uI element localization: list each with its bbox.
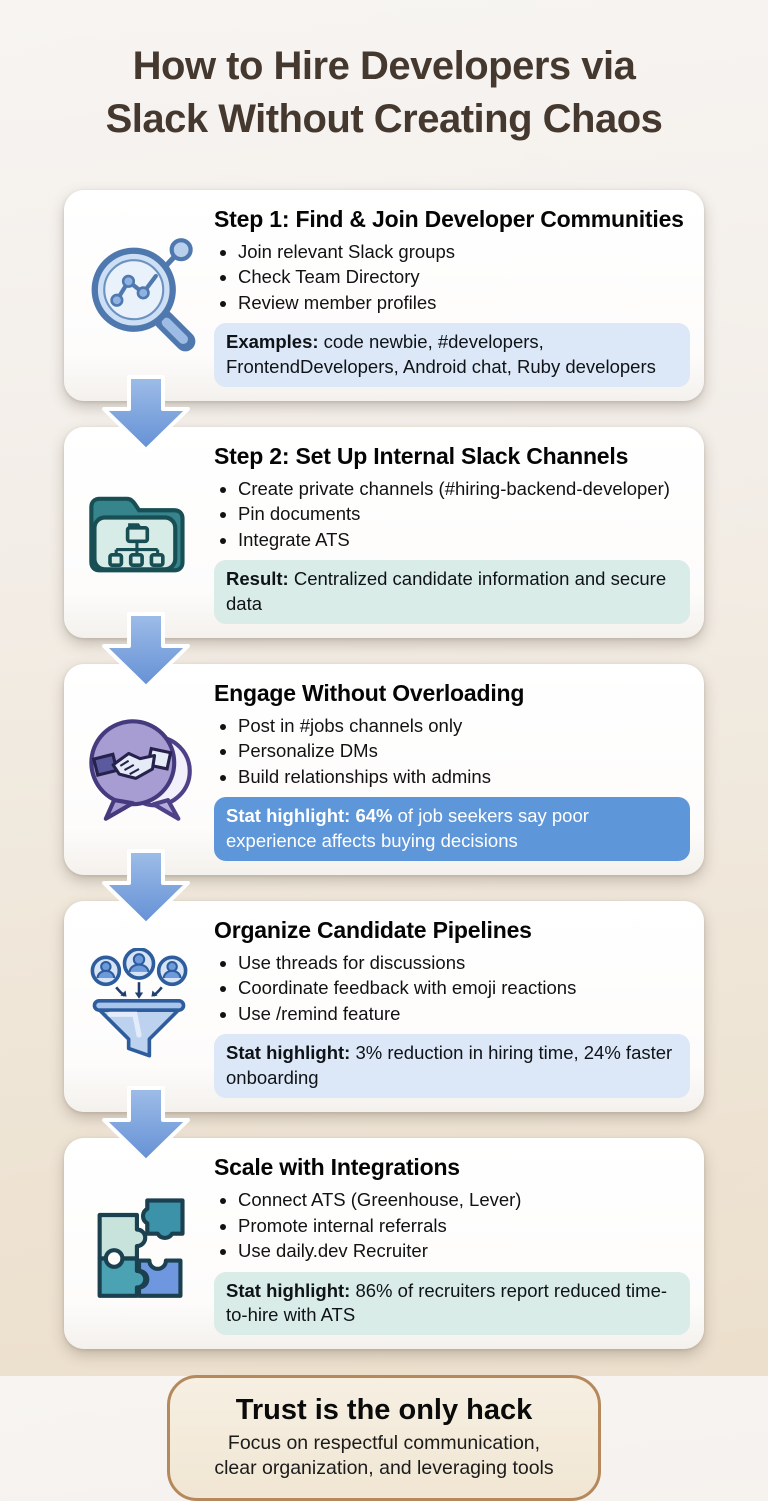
step-4-highlight-box: Stat highlight: 3% reduction in hiring t… xyxy=(214,1034,690,1099)
bullet-item: Join relevant Slack groups xyxy=(238,239,690,265)
step-4-card: Organize Candidate Pipelines Use threads… xyxy=(64,900,704,1113)
step-3-highlight-box: Stat highlight: 64% of job seekers say p… xyxy=(214,797,690,861)
step-2-bullets: Create private channels (#hiring-backend… xyxy=(214,476,690,553)
highlight-label: Stat highlight: 64% xyxy=(226,805,393,827)
highlight-label: Stat highlight: xyxy=(226,1279,351,1301)
step-1-bullets: Join relevant Slack groups Check Team Di… xyxy=(214,239,690,316)
magnifier-chart-icon xyxy=(91,238,196,352)
step-1-highlight-box: Examples: code newbie, #developers, Fron… xyxy=(214,323,690,387)
bullet-item: Build relationships with admins xyxy=(238,764,690,790)
step-1-card: Step 1: Find & Join Developer Communitie… xyxy=(64,189,704,401)
footer-callout: Trust is the only hack Focus on respectf… xyxy=(167,1375,601,1501)
step-4-bullets: Use threads for discussions Coordinate f… xyxy=(214,950,690,1027)
step-3-bullets: Post in #jobs channels only Personalize … xyxy=(214,713,690,790)
step-3-content: Engage Without Overloading Post in #jobs… xyxy=(214,664,704,875)
step-4-heading: Organize Candidate Pipelines xyxy=(214,916,532,943)
step-5-highlight-box: Stat highlight: 86% of recruiters report… xyxy=(214,1271,690,1336)
step-3-card: Engage Without Overloading Post in #jobs… xyxy=(64,663,704,875)
bullet-item: Check Team Directory xyxy=(238,264,690,290)
page-title-line2: Slack Without Creating Chaos xyxy=(105,96,663,141)
down-arrow-icon xyxy=(102,611,190,689)
footer-subtitle: Focus on respectful communication, clear… xyxy=(188,1431,580,1482)
bullet-item: Post in #jobs channels only xyxy=(238,713,690,739)
bullet-item: Personalize DMs xyxy=(238,738,690,764)
step-5-card: Scale with Integrations Connect ATS (Gre… xyxy=(64,1138,704,1350)
bullet-item: Pin documents xyxy=(238,501,690,527)
step-2-card: Step 2: Set Up Internal Slack Channels C… xyxy=(64,426,704,638)
step-2-content: Step 2: Set Up Internal Slack Channels C… xyxy=(214,427,704,638)
step-4-icon-col xyxy=(64,948,214,1064)
bullet-item: Review member profiles xyxy=(238,290,690,316)
step-4-content: Organize Candidate Pipelines Use threads… xyxy=(214,901,704,1112)
bullet-item: Use /remind feature xyxy=(238,1001,690,1027)
step-1-heading: Step 1: Find & Join Developer Communitie… xyxy=(214,205,684,232)
step-2-icon-col xyxy=(64,474,214,590)
bullet-item: Use threads for discussions xyxy=(238,950,690,976)
highlight-text: 86% of recruiters report reduced time-to… xyxy=(226,1279,668,1326)
highlight-label: Stat highlight: xyxy=(226,1042,351,1064)
down-arrow-icon xyxy=(102,848,190,926)
highlight-text: Centralized candidate information and se… xyxy=(226,568,667,615)
step-2-highlight-box: Result: Centralized candidate informatio… xyxy=(214,560,690,624)
folder-structure-icon xyxy=(89,497,185,573)
puzzle-pieces-icon xyxy=(97,1198,185,1298)
footer-subtitle-line2: clear organization, and leveraging tools xyxy=(214,1457,554,1480)
page-title: How to Hire Developers via Slack Without… xyxy=(0,0,768,146)
step-3-heading: Engage Without Overloading xyxy=(214,679,525,706)
page-title-line1: How to Hire Developers via xyxy=(132,44,636,88)
step-5-icon-col xyxy=(64,1186,214,1302)
highlight-text: 3% reduction in hiring time, 24% faster … xyxy=(226,1042,673,1089)
step-1-icon-col xyxy=(64,236,214,354)
step-5-wrap: Scale with Integrations Connect ATS (Gre… xyxy=(64,1086,704,1350)
step-5-content: Scale with Integrations Connect ATS (Gre… xyxy=(214,1138,704,1349)
highlight-label: Examples: xyxy=(226,331,319,353)
step-2-heading: Step 2: Set Up Internal Slack Channels xyxy=(214,442,629,469)
step-4-wrap: Organize Candidate Pipelines Use threads… xyxy=(64,848,704,1113)
bullet-item: Integrate ATS xyxy=(238,527,690,553)
bullet-item: Create private channels (#hiring-backend… xyxy=(238,476,690,502)
handshake-bubble-icon xyxy=(89,719,192,822)
highlight-text: code newbie, #developers, FrontendDevelo… xyxy=(226,331,656,377)
highlight-label: Result: xyxy=(226,568,289,590)
step-5-heading: Scale with Integrations xyxy=(214,1154,460,1181)
step-5-bullets: Connect ATS (Greenhouse, Lever) Promote … xyxy=(214,1187,690,1264)
highlight-text: of job seekers say poor experience affec… xyxy=(226,805,589,852)
funnel-candidates-icon xyxy=(90,948,188,1058)
bullet-item: Coordinate feedback with emoji reactions xyxy=(238,975,690,1001)
step-3-wrap: Engage Without Overloading Post in #jobs… xyxy=(64,611,704,875)
bullet-item: Promote internal referrals xyxy=(238,1213,690,1239)
footer-subtitle-line1: Focus on respectful communication, xyxy=(227,1432,541,1455)
step-1-content: Step 1: Find & Join Developer Communitie… xyxy=(214,190,704,401)
step-3-icon-col xyxy=(64,711,214,827)
steps-list: Step 1: Find & Join Developer Communitie… xyxy=(64,189,704,1350)
bullet-item: Use daily.dev Recruiter xyxy=(238,1238,690,1264)
footer-title: Trust is the only hack xyxy=(235,1394,533,1427)
step-1-wrap: Step 1: Find & Join Developer Communitie… xyxy=(64,189,704,401)
down-arrow-icon xyxy=(102,1086,190,1164)
step-2-wrap: Step 2: Set Up Internal Slack Channels C… xyxy=(64,374,704,638)
down-arrow-icon xyxy=(102,374,190,452)
bullet-item: Connect ATS (Greenhouse, Lever) xyxy=(238,1187,690,1213)
